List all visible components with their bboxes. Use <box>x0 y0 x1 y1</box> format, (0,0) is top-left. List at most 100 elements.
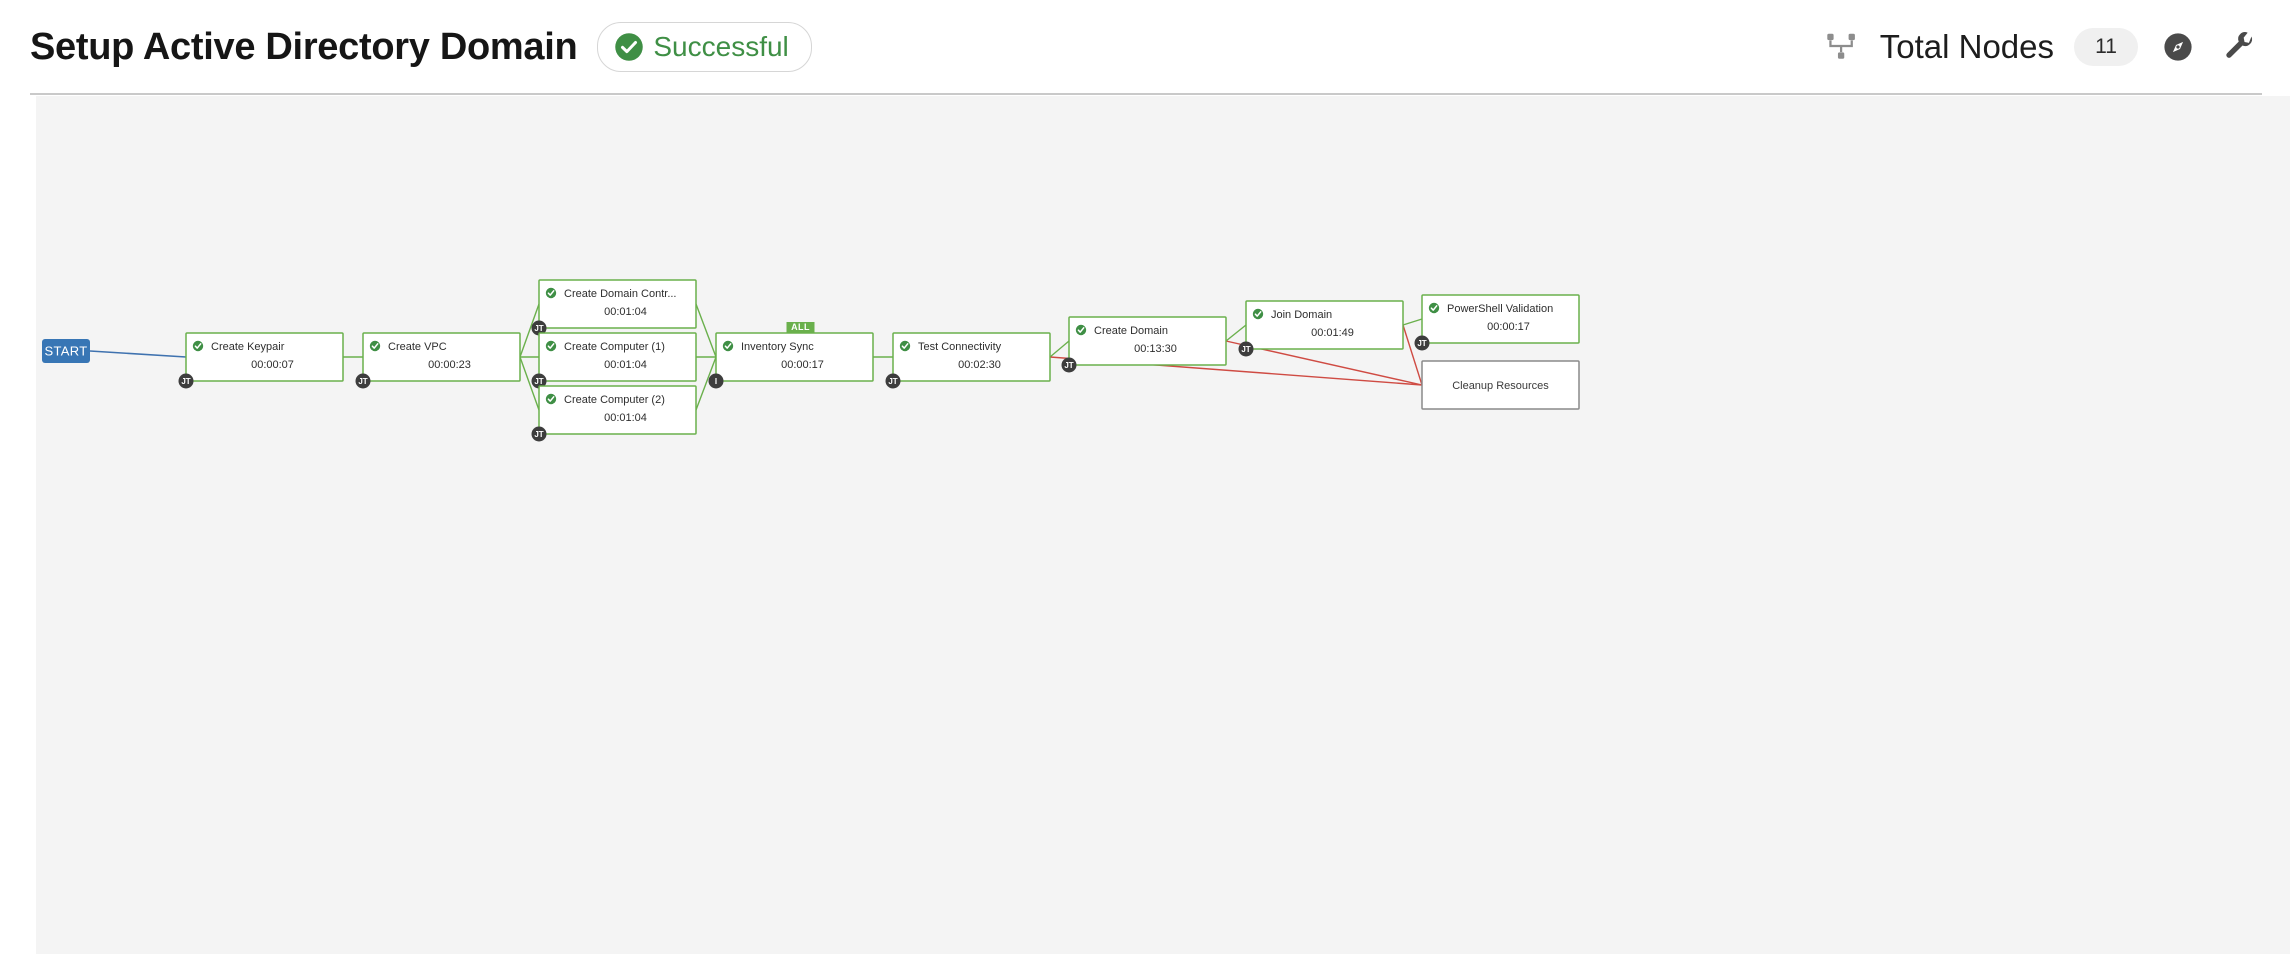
node-avatar[interactable]: JT <box>1414 335 1430 351</box>
check-circle-icon <box>615 33 644 61</box>
node-duration: 00:02:30 <box>958 359 1001 371</box>
node-avatar[interactable]: JT <box>1061 357 1077 373</box>
node-label: PowerShell Validation <box>1447 303 1553 315</box>
edge-test-connectivity-to-create-domain[interactable] <box>1049 340 1070 358</box>
node-duration: 00:00:17 <box>1487 321 1530 333</box>
node-label: Inventory Sync <box>741 341 814 353</box>
edge-create-computer-2-to-inventory-sync[interactable] <box>695 356 717 411</box>
node-label: Create Computer (1) <box>564 341 665 353</box>
page-title: Setup Active Directory Domain <box>30 25 578 68</box>
node-label: Create Keypair <box>211 341 285 353</box>
edge-create-vpc-to-create-domain-controller[interactable] <box>519 303 540 358</box>
node-avatar-initials: JT <box>1064 361 1073 370</box>
node-box[interactable] <box>1421 360 1580 410</box>
node-label: Test Connectivity <box>918 341 1002 353</box>
node-duration: 00:01:04 <box>604 412 647 424</box>
edge-create-domain-controller-to-inventory-sync[interactable] <box>695 303 717 358</box>
node-box[interactable] <box>1068 316 1227 366</box>
node-status-check-icon <box>545 340 557 352</box>
node-avatar-initials: JT <box>1241 345 1250 354</box>
node-avatar[interactable]: JT <box>178 373 194 389</box>
node-duration: 00:00:07 <box>251 359 294 371</box>
node-box[interactable] <box>1421 294 1580 344</box>
wrench-icon <box>2226 32 2253 58</box>
convergence-badge-label: ALL <box>791 322 810 332</box>
node-status-check-icon <box>722 340 734 352</box>
edge-start-to-create-keypair[interactable] <box>89 350 187 358</box>
node-status-check-icon <box>192 340 204 352</box>
node-status-check-icon <box>1428 302 1440 314</box>
node-box[interactable] <box>892 332 1051 382</box>
topology-icon <box>1827 33 1855 59</box>
node-label: Create Domain Contr... <box>564 288 677 300</box>
node-avatar-initials: JT <box>1417 339 1426 348</box>
start-node-label: START <box>45 344 88 359</box>
compass-button[interactable] <box>2156 25 2200 69</box>
edge-create-domain-to-join-domain[interactable] <box>1225 324 1247 342</box>
node-avatar-initials: JT <box>534 430 543 439</box>
node-avatar[interactable]: JT <box>355 373 371 389</box>
edge-join-domain-to-powershell-validation[interactable] <box>1402 318 1423 326</box>
node-box[interactable] <box>185 332 344 382</box>
node-avatar[interactable]: JT <box>1238 341 1254 357</box>
node-label: Join Domain <box>1271 309 1332 321</box>
compass-icon <box>2164 33 2192 61</box>
node-avatar-initials: JT <box>888 377 897 386</box>
edge-join-domain-to-cleanup-resources[interactable] <box>1402 324 1423 386</box>
node-avatar[interactable]: JT <box>531 373 547 389</box>
settings-wrench-button[interactable] <box>2218 25 2262 69</box>
node-avatar[interactable]: JT <box>531 426 547 442</box>
node-avatar-initials: JT <box>181 377 190 386</box>
node-avatar-initials: JT <box>534 377 543 386</box>
node-avatar-initials: JT <box>358 377 367 386</box>
node-box[interactable] <box>538 385 697 435</box>
status-badge: Successful <box>597 22 812 72</box>
convergence-badge: ALL <box>786 322 815 333</box>
edge-create-vpc-to-create-computer-2[interactable] <box>519 356 540 411</box>
node-status-check-icon <box>369 340 381 352</box>
total-nodes-count: 11 <box>2074 28 2138 66</box>
node-duration: 00:01:04 <box>604 306 647 318</box>
node-duration: 00:00:23 <box>428 359 471 371</box>
node-status-check-icon <box>1075 324 1087 336</box>
node-duration: 00:01:49 <box>1311 327 1354 339</box>
page-header: Setup Active Directory Domain Successful… <box>0 0 2290 94</box>
node-box[interactable] <box>538 332 697 382</box>
node-label: Create Computer (2) <box>564 394 665 406</box>
node-status-check-icon <box>1252 308 1264 320</box>
header-left-group: Setup Active Directory Domain Successful <box>30 22 812 72</box>
header-right-group: Total Nodes 11 <box>1824 0 2262 94</box>
node-duration: 00:13:30 <box>1134 343 1177 355</box>
header-divider <box>30 93 2262 95</box>
node-label: Create VPC <box>388 341 447 353</box>
node-label: Cleanup Resources <box>1452 380 1549 392</box>
node-status-check-icon <box>899 340 911 352</box>
node-box[interactable] <box>1245 300 1404 350</box>
node-avatar[interactable]: JT <box>885 373 901 389</box>
node-box[interactable] <box>538 279 697 329</box>
node-label: Create Domain <box>1094 325 1168 337</box>
node-avatar[interactable]: JT <box>531 320 547 336</box>
node-cleanup-resources[interactable]: Cleanup Resources <box>1421 360 1580 410</box>
start-node[interactable]: START <box>42 339 90 363</box>
node-avatar-initials: JT <box>534 324 543 333</box>
node-avatar[interactable]: I <box>708 373 724 389</box>
node-status-check-icon <box>545 287 557 299</box>
node-avatar-initials: I <box>715 377 717 386</box>
node-status-check-icon <box>545 393 557 405</box>
status-label: Successful <box>653 31 789 62</box>
node-box[interactable] <box>362 332 521 382</box>
